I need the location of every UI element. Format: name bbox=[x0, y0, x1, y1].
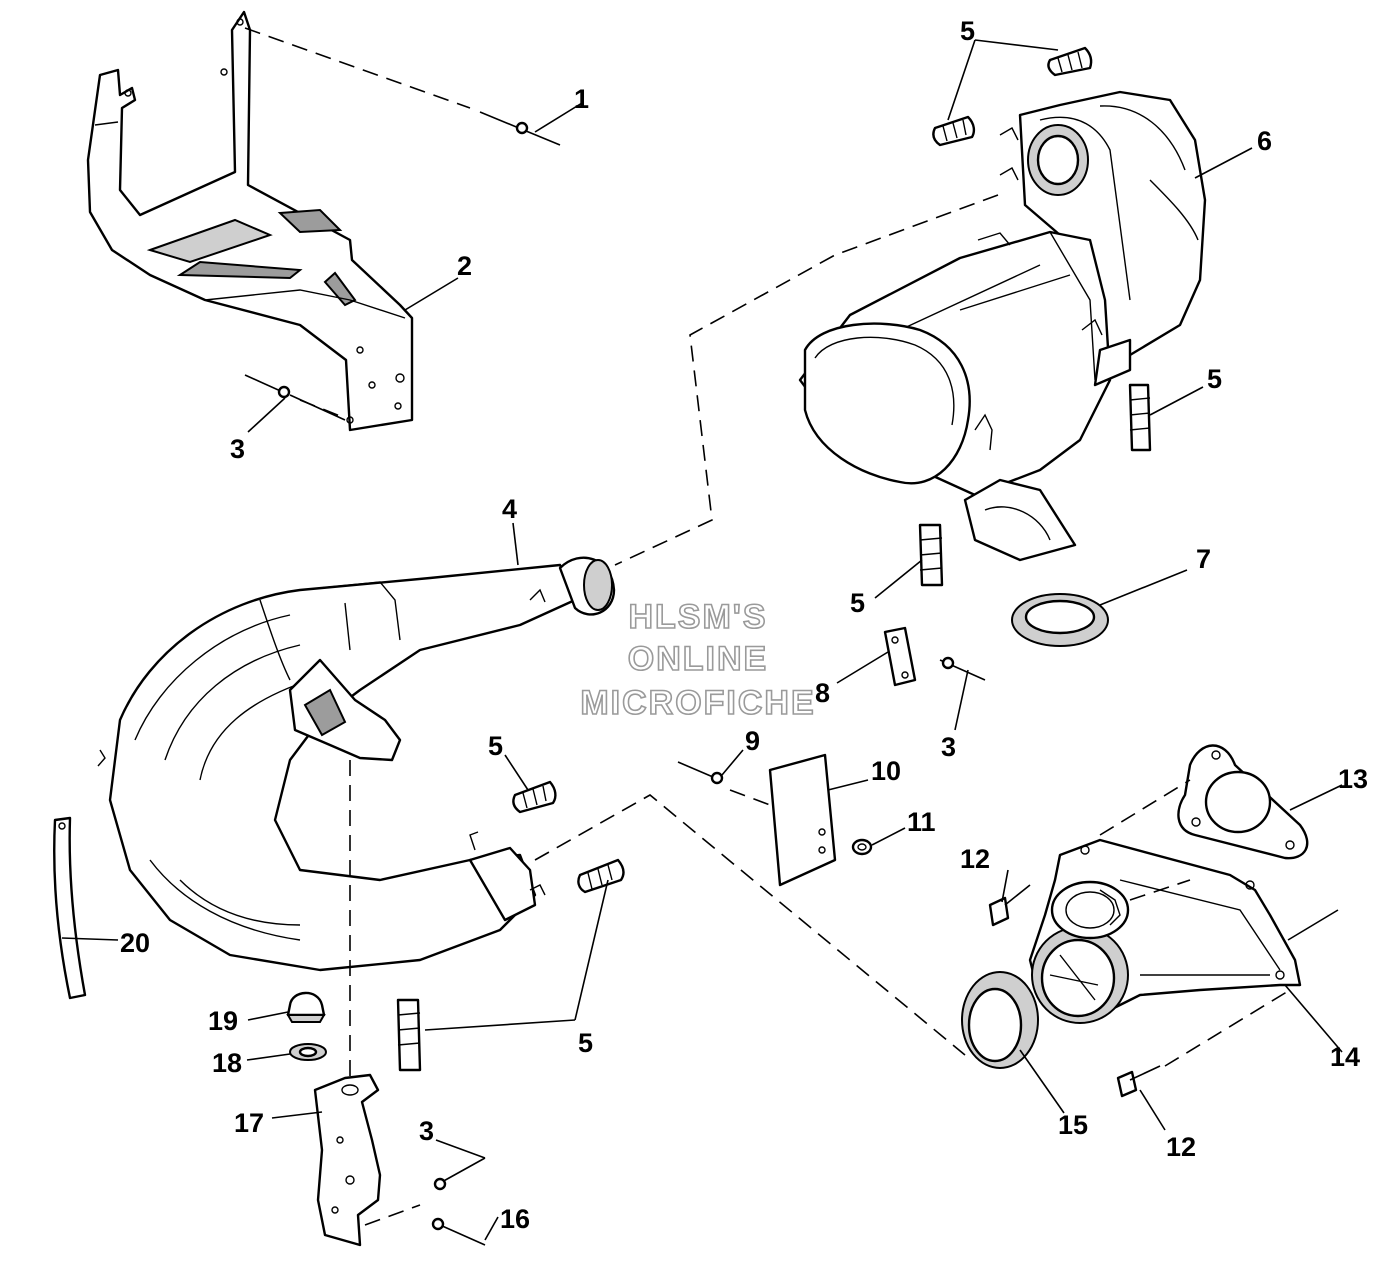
part-12-bolt-upper bbox=[988, 884, 1031, 927]
callout-12: 12 bbox=[960, 844, 990, 874]
part-8-plate bbox=[883, 626, 917, 687]
callout-numbers: 1 2 3 4 5 6 5 5 7 8 3 9 10 11 12 13 5 20… bbox=[120, 16, 1368, 1234]
assembly-lines bbox=[244, 27, 1291, 1226]
part-6-muffler bbox=[798, 90, 1207, 562]
callout-1: 1 bbox=[574, 84, 589, 114]
callout-2: 2 bbox=[457, 251, 472, 281]
part-5-spring-upper-left bbox=[932, 115, 976, 147]
callout-6: 6 bbox=[1257, 126, 1272, 156]
watermark: HLSM'S ONLINE MICROFICHE bbox=[580, 597, 815, 723]
callout-7: 7 bbox=[1196, 544, 1211, 574]
watermark-line-3: MICROFICHE bbox=[580, 684, 815, 722]
part-18-washer bbox=[289, 1043, 327, 1061]
part-9-bolt bbox=[677, 761, 724, 785]
callout-9: 9 bbox=[745, 726, 760, 756]
callout-12: 12 bbox=[1166, 1132, 1196, 1162]
callout-14: 14 bbox=[1330, 1042, 1360, 1072]
callout-5: 5 bbox=[960, 16, 975, 46]
callout-15: 15 bbox=[1058, 1110, 1088, 1140]
part-2-heat-shield-bracket bbox=[86, 10, 414, 432]
part-5-spring-top bbox=[1047, 46, 1093, 77]
callout-5: 5 bbox=[578, 1028, 593, 1058]
part-7-gasket bbox=[1011, 593, 1109, 647]
part-1-bolt bbox=[479, 111, 561, 146]
part-5-spring-bottom bbox=[396, 998, 422, 1072]
part-5-spring-lower-center bbox=[577, 858, 625, 894]
part-11-washer bbox=[851, 838, 873, 856]
callout-11: 11 bbox=[907, 807, 936, 837]
callout-20: 20 bbox=[120, 928, 150, 958]
part-3-bolt-upper bbox=[244, 374, 346, 421]
part-3-bolt-right bbox=[939, 656, 986, 681]
part-20-strap bbox=[53, 816, 87, 1000]
watermark-line-2: ONLINE bbox=[628, 640, 768, 678]
part-5-spring-right bbox=[1128, 383, 1152, 452]
callout-17: 17 bbox=[234, 1108, 264, 1138]
part-19-rubber-mount bbox=[286, 991, 326, 1023]
callout-5: 5 bbox=[488, 731, 503, 761]
watermark-line-1: HLSM'S bbox=[628, 598, 767, 636]
callout-16: 16 bbox=[500, 1204, 530, 1234]
callout-3: 3 bbox=[230, 434, 245, 464]
callout-5: 5 bbox=[850, 588, 865, 618]
callout-10: 10 bbox=[871, 756, 901, 786]
callout-3: 3 bbox=[941, 732, 956, 762]
callout-13: 13 bbox=[1338, 764, 1368, 794]
callout-3: 3 bbox=[419, 1116, 434, 1146]
part-4-expansion-chamber bbox=[97, 556, 616, 972]
part-5-spring-center bbox=[512, 780, 557, 814]
part-17-bracket bbox=[313, 1073, 382, 1247]
callout-8: 8 bbox=[815, 678, 830, 708]
part-15-sealing-ring bbox=[961, 971, 1039, 1069]
part-13-flange-gasket bbox=[1177, 744, 1309, 860]
leader-lines bbox=[61, 39, 1343, 1241]
callout-18: 18 bbox=[212, 1048, 242, 1078]
part-3-bolt-lower bbox=[433, 1157, 486, 1191]
part-5-spring-middle bbox=[918, 523, 944, 587]
part-12-bolt-lower bbox=[1116, 1065, 1161, 1098]
part-14-exhaust-manifold bbox=[1028, 838, 1302, 1024]
part-10-plate bbox=[768, 753, 837, 887]
callout-5: 5 bbox=[1207, 364, 1222, 394]
callout-4: 4 bbox=[502, 494, 517, 524]
part-16-bolt bbox=[431, 1217, 486, 1246]
callout-19: 19 bbox=[208, 1006, 238, 1036]
